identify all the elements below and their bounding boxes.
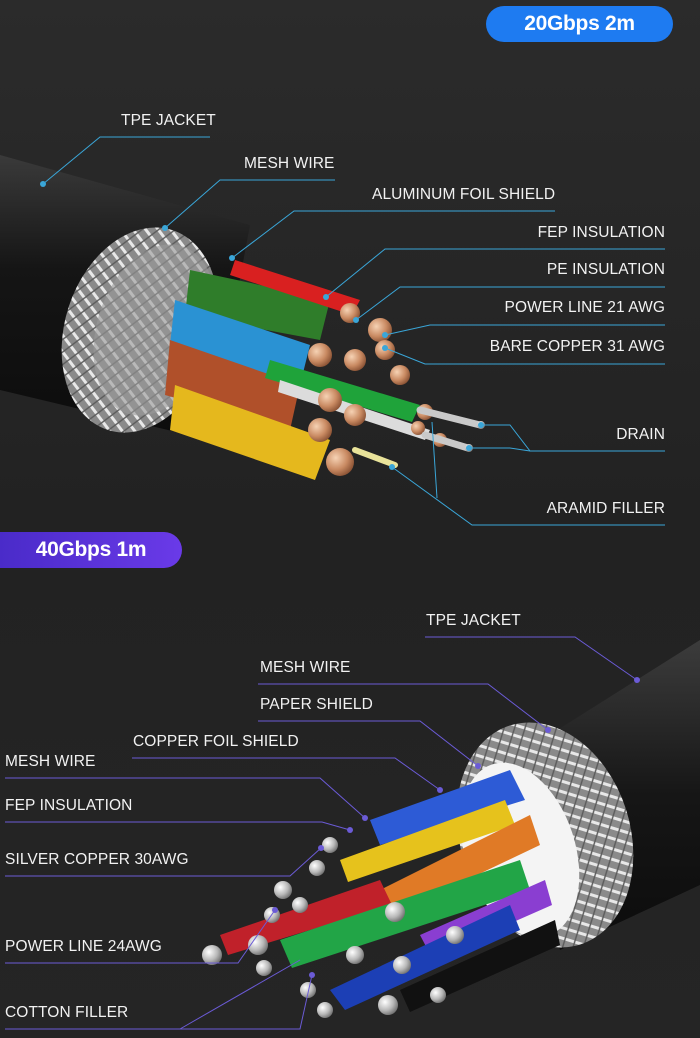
label-paper-shield: PAPER SHIELD bbox=[260, 696, 373, 713]
label-fep-insulation-bottom: FEP INSULATION bbox=[5, 797, 133, 814]
label-aluminum-foil-shield: ALUMINUM FOIL SHIELD bbox=[372, 186, 556, 203]
top-leader-lines bbox=[42, 136, 665, 526]
label-bare-copper-31awg: BARE COPPER 31 AWG bbox=[489, 338, 665, 355]
label-drain: DRAIN bbox=[616, 426, 665, 443]
label-silver-copper-30awg: SILVER COPPER 30AWG bbox=[5, 851, 189, 868]
label-pe-insulation: PE INSULATION bbox=[546, 261, 665, 278]
top-leader-dots bbox=[40, 181, 484, 470]
label-aramid-filler: ARAMID FILLER bbox=[546, 500, 665, 517]
spec-badge-40gbps: 40Gbps 1m bbox=[0, 532, 182, 568]
label-mesh-wire-outer: MESH WIRE bbox=[260, 659, 351, 676]
label-copper-foil-shield: COPPER FOIL SHIELD bbox=[133, 733, 299, 750]
label-mesh-wire: MESH WIRE bbox=[244, 155, 335, 172]
top-cable bbox=[0, 155, 485, 480]
label-cotton-filler: COTTON FILLER bbox=[5, 1004, 129, 1021]
bottom-cable bbox=[202, 640, 700, 1018]
bottom-leader-lines bbox=[5, 636, 638, 1030]
label-tpe-jacket: TPE JACKET bbox=[121, 112, 216, 129]
label-tpe-jacket-bottom: TPE JACKET bbox=[426, 612, 521, 629]
label-power-line-24awg: POWER LINE 24AWG bbox=[5, 938, 162, 955]
spec-badge-20gbps: 20Gbps 2m bbox=[486, 6, 673, 42]
label-fep-insulation: FEP INSULATION bbox=[537, 224, 665, 241]
label-power-line-21awg: POWER LINE 21 AWG bbox=[504, 299, 665, 316]
label-mesh-wire-inner: MESH WIRE bbox=[5, 753, 96, 770]
bottom-leader-dots bbox=[272, 677, 640, 978]
